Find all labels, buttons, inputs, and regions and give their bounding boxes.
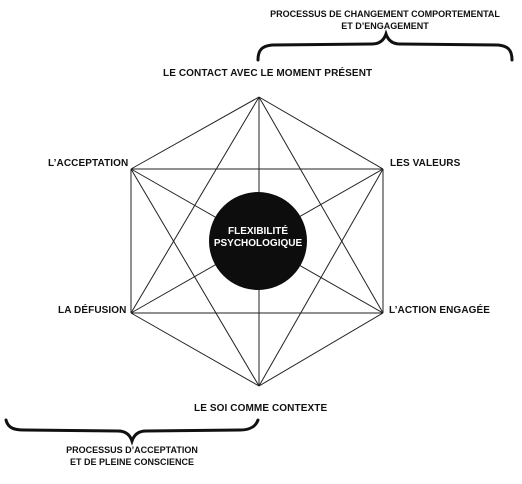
top-right-brace <box>256 29 514 62</box>
star-bottom-upper-left <box>130 168 260 387</box>
edge-lower-right-bottom <box>258 312 384 387</box>
center-circle <box>209 192 307 290</box>
node-label-upper-left: L’ACCEPTATION <box>48 158 129 169</box>
node-label-upper-right: LES VALEURS <box>390 158 461 169</box>
node-label-lower-left: LA DÉFUSION <box>58 305 127 316</box>
star-lower-left-top <box>130 96 260 314</box>
edge-top-upper-right <box>258 96 384 170</box>
process-caption-bottom-left-line1: PROCESSUS D’ACCEPTATION <box>66 445 198 455</box>
node-label-bottom: LE SOI COMME CONTEXTE <box>194 403 328 414</box>
edge-upper-left-top <box>130 96 260 170</box>
edge-bottom-lower-left <box>130 312 260 387</box>
star-upper-right-bottom <box>258 168 384 387</box>
hexagon-edges <box>130 96 384 387</box>
center-label: FLEXIBILITÉ PSYCHOLOGIQUE <box>206 226 310 250</box>
process-caption-top-right-line1: PROCESSUS DE CHANGEMENT COMPORTEMENTAL <box>270 9 500 19</box>
center-label-line1: FLEXIBILITÉ <box>228 226 288 237</box>
process-caption-bottom-left: PROCESSUS D’ACCEPTATION ET DE PLEINE CON… <box>6 444 258 468</box>
process-caption-bottom-left-line2: ET DE PLEINE CONSCIENCE <box>69 457 195 467</box>
process-caption-top-right-line2: ET D’ENGAGEMENT <box>341 21 429 31</box>
process-caption-top-right: PROCESSUS DE CHANGEMENT COMPORTEMENTAL E… <box>258 8 512 32</box>
bottom-left-brace <box>4 418 260 446</box>
node-label-top: LE CONTACT AVEC LE MOMENT PRÉSENT <box>163 68 373 79</box>
node-label-lower-right: L’ACTION ENGAGÉE <box>389 305 491 316</box>
star-top-lower-right <box>258 96 384 314</box>
center-label-line2: PSYCHOLOGIQUE <box>213 238 303 249</box>
